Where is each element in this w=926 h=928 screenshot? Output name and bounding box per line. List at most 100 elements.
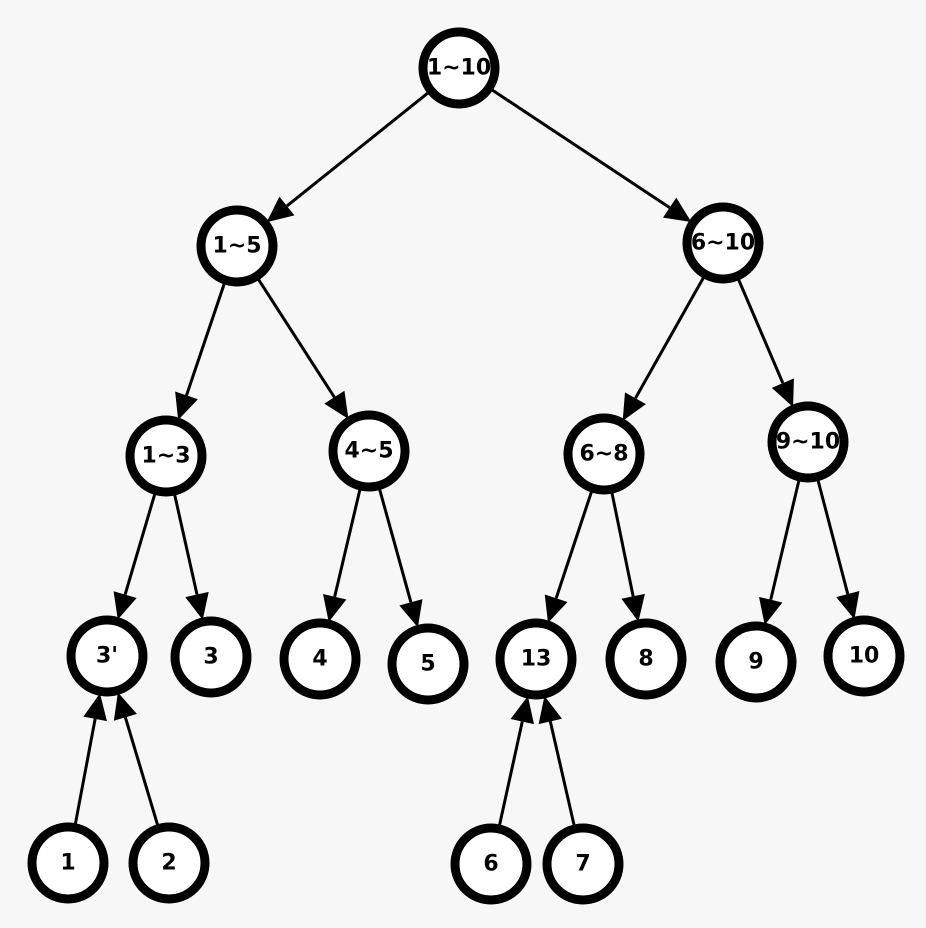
arrow-head — [83, 693, 107, 722]
tree-node-n13: 13 — [495, 618, 577, 700]
edges-layer — [73, 86, 860, 830]
edge-n4_5-to-n4 — [322, 485, 363, 623]
arrow-head — [836, 591, 860, 620]
node-label: 8 — [638, 647, 653, 672]
tree-node-n6_10: 6~10 — [682, 202, 764, 284]
node-label: 9~10 — [776, 430, 840, 455]
arrow-head — [759, 596, 783, 626]
edge-n4_5-to-n5 — [377, 485, 423, 628]
node-label: 5 — [420, 652, 435, 677]
tree-node-n9_10: 9~10 — [767, 401, 849, 483]
edge-line — [333, 485, 363, 598]
tree-node-n3: 3 — [170, 616, 252, 698]
tree-node-n10: 10 — [823, 615, 905, 697]
edge-n6-to-n13 — [497, 696, 534, 830]
edge-line — [634, 273, 707, 399]
edge-n7-to-n13 — [538, 696, 577, 830]
arrow-head — [622, 392, 646, 421]
node-circle — [418, 27, 500, 109]
edge-line — [123, 490, 158, 596]
node-circle — [495, 618, 577, 700]
tree-node-n7: 7 — [542, 823, 624, 905]
node-circle — [715, 621, 797, 703]
edge-line — [285, 89, 432, 208]
edge-line — [554, 487, 595, 599]
node-circle — [196, 205, 278, 287]
edge-n2-to-n3p — [113, 692, 161, 829]
node-label: 1~10 — [427, 56, 491, 81]
node-circle — [279, 618, 361, 700]
node-label: 10 — [849, 644, 880, 669]
arrow-head — [771, 378, 794, 408]
tree-node-n1_10: 1~10 — [418, 27, 500, 109]
node-circle — [125, 415, 207, 497]
edge-line — [255, 275, 336, 399]
edge-n1_10-to-n6_10 — [488, 86, 692, 223]
arrow-head — [266, 196, 295, 223]
edge-line — [377, 485, 413, 603]
edge-n6_8-to-n8 — [609, 488, 645, 622]
tree-node-n8: 8 — [605, 618, 687, 700]
tree-node-n1_3: 1~3 — [125, 415, 207, 497]
edge-line — [73, 718, 97, 828]
edge-n6_10-to-n6_8 — [622, 273, 707, 421]
node-circle — [767, 401, 849, 483]
node-label: 1~5 — [212, 234, 261, 259]
tree-node-n9: 9 — [715, 621, 797, 703]
arrow-head — [544, 594, 568, 623]
tree-node-n1: 1 — [27, 822, 109, 904]
node-circle — [682, 202, 764, 284]
arrow-head — [510, 696, 534, 725]
node-label: 6 — [483, 852, 498, 877]
edge-n6_10-to-n9_10 — [735, 275, 794, 408]
node-label: 4 — [312, 647, 327, 672]
node-label: 6~10 — [691, 231, 755, 256]
edge-n9_10-to-n9 — [759, 476, 802, 626]
arrow-head — [322, 593, 347, 623]
node-label: 1 — [60, 851, 75, 876]
arrow-head — [399, 599, 423, 628]
tree-node-n4: 4 — [279, 618, 361, 700]
node-circle — [128, 822, 210, 904]
nodes-layer: 1~10 1~5 6~10 1~3 4~5 6~8 9~10 3' 3 4 5 13 8 9 10 1 2 6 7 — [27, 27, 905, 905]
node-label: 6~8 — [579, 442, 628, 467]
edge-n9_10-to-n10 — [815, 476, 860, 620]
edge-line — [123, 716, 161, 829]
edge-line — [769, 476, 802, 601]
tree-node-n2: 2 — [128, 822, 210, 904]
arrow-head — [621, 593, 645, 622]
arrow-head — [175, 391, 198, 421]
tree-node-n1_5: 1~5 — [196, 205, 278, 287]
node-label: 1~3 — [141, 444, 190, 469]
edge-line — [172, 490, 199, 595]
edge-line — [185, 279, 227, 396]
node-circle — [450, 823, 532, 905]
tree-node-n4_5: 4~5 — [328, 410, 410, 492]
tree-node-n6: 6 — [450, 823, 532, 905]
node-circle — [27, 822, 109, 904]
node-label: 13 — [521, 647, 552, 672]
arrow-head — [324, 390, 349, 420]
node-circle — [563, 413, 645, 495]
edge-line — [497, 721, 524, 830]
node-circle — [542, 823, 624, 905]
edge-line — [548, 721, 577, 830]
edge-line — [815, 476, 850, 595]
arrow-head — [113, 692, 137, 721]
edge-line — [735, 275, 785, 384]
arrow-head — [113, 591, 137, 620]
edge-n1_3-to-n3 — [172, 490, 209, 620]
edge-n1_10-to-n1_5 — [266, 89, 432, 223]
arrow-head — [185, 591, 209, 620]
node-circle — [605, 618, 687, 700]
node-label: 3 — [203, 645, 218, 670]
tree-node-n3p: 3' — [66, 615, 148, 697]
edge-n1_5-to-n4_5 — [255, 275, 349, 420]
edge-n1-to-n3p — [73, 693, 107, 828]
node-label: 7 — [575, 852, 590, 877]
tree-node-n6_8: 6~8 — [563, 413, 645, 495]
node-label: 4~5 — [344, 439, 393, 464]
node-circle — [823, 615, 905, 697]
node-circle — [328, 410, 410, 492]
